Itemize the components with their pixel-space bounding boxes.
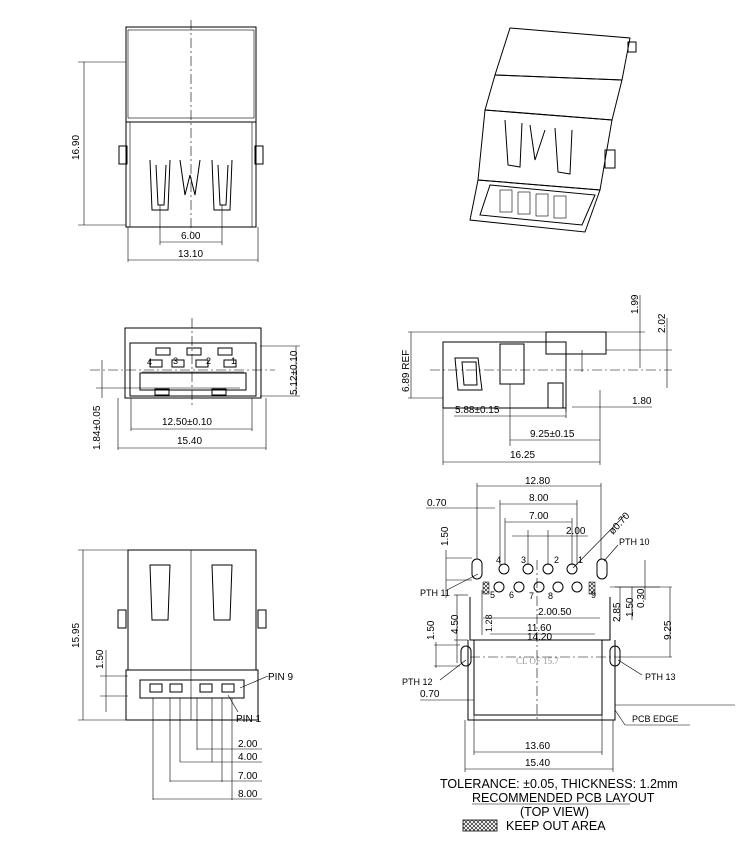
pad-5: 5 xyxy=(490,590,495,600)
dim-side-1-80: 1.80 xyxy=(632,396,652,407)
dim-side-9-25: 9.25±0.15 xyxy=(530,429,575,440)
front-pin-2: 2 xyxy=(206,356,211,366)
dim-pcb-diameter: ø0.70 xyxy=(607,510,633,537)
dim-top-pin-span: 6.00 xyxy=(181,231,201,242)
dim-top-height: 16.90 xyxy=(71,135,82,160)
iso-view xyxy=(469,27,637,233)
side-view: 6.89 REF 1.99 2.02 1.80 5.88±0.15 9.25±0… xyxy=(401,294,672,465)
tolerance-note: TOLERANCE: ±0.05, THICKNESS: 1.2mm xyxy=(440,777,678,791)
dim-pcb-0-30: 0.30 xyxy=(636,588,647,608)
dim-bottom-tab: 1.50 xyxy=(95,649,106,669)
centerline-label: CL OF 15.7 xyxy=(516,656,559,666)
dim-bottom-4-00: 4.00 xyxy=(238,752,258,763)
dim-pcb-15-40: 15.40 xyxy=(525,758,550,769)
dim-pcb-2-85: 2.85 xyxy=(612,602,623,622)
pin-1-label: PIN 1 xyxy=(236,714,261,725)
dim-side-1-99: 1.99 xyxy=(630,294,641,314)
dim-pcb-1-50-right: 1.50 xyxy=(625,597,636,617)
dim-bottom-7-00: 7.00 xyxy=(238,771,258,782)
pad-7: 7 xyxy=(529,591,534,601)
dim-pcb-4-50: 4.50 xyxy=(450,614,461,634)
dim-top-width: 13.10 xyxy=(178,249,203,260)
dim-pcb-7-00: 7.00 xyxy=(529,511,549,522)
pth-13-label: PTH 13 xyxy=(645,672,676,682)
top-view: 16.90 6.00 13.10 xyxy=(71,20,264,262)
front-pin-4: 4 xyxy=(147,357,152,367)
pad-9: 9 xyxy=(591,590,596,600)
front-view: 4 3 2 1 5.12±0.10 1.84±0.05 12.50±0.10 1… xyxy=(90,318,300,450)
dim-pcb-1-50-top: 1.50 xyxy=(440,526,451,546)
dim-side-height-ref: 6.89 REF xyxy=(401,350,412,392)
dim-side-16-25: 16.25 xyxy=(510,450,535,461)
dim-pcb-12-80: 12.80 xyxy=(525,476,550,487)
pad-4: 4 xyxy=(496,555,501,565)
keepout-label: KEEP OUT AREA xyxy=(506,819,606,833)
dim-pcb-bottom-0-70: 0.70 xyxy=(420,689,440,700)
dim-pcb-1-50-left: 1.50 xyxy=(426,620,437,640)
dim-pcb-2-00: 2.00 xyxy=(566,526,586,537)
dim-pcb-8-00: 8.00 xyxy=(529,493,549,504)
dim-pcb-9-25: 9.25 xyxy=(663,620,674,640)
dim-pcb-top-0-70: 0.70 xyxy=(427,498,447,509)
pcb-edge-label: PCB EDGE xyxy=(632,714,679,724)
bottom-view: 15.95 1.50 PIN 9 PIN 1 2.00 4.00 7.00 8.… xyxy=(71,549,293,800)
keepout-swatch xyxy=(462,819,498,832)
dim-pcb-1-28: 1.28 xyxy=(484,614,494,632)
pad-6: 6 xyxy=(509,590,514,600)
pad-8: 8 xyxy=(548,591,553,601)
dim-bottom-height: 15.95 xyxy=(71,623,82,648)
pth-11-label: PTH 11 xyxy=(420,588,450,598)
dim-bottom-8-00: 8.00 xyxy=(238,789,258,800)
pad-3: 3 xyxy=(521,555,526,565)
dim-front-offset: 1.84±0.05 xyxy=(92,405,103,450)
dim-side-5-88: 5.88±0.15 xyxy=(455,405,500,416)
dim-pcb-14-20: 14.20 xyxy=(527,632,552,643)
dim-front-inner-width: 12.50±0.10 xyxy=(162,417,212,428)
pad-2: 2 xyxy=(554,555,559,565)
pin-9-label: PIN 9 xyxy=(268,672,293,683)
dim-side-2-02: 2.02 xyxy=(657,313,668,333)
front-pin-1: 1 xyxy=(231,356,236,366)
layout-title: RECOMMENDED PCB LAYOUT xyxy=(472,791,655,805)
view-note: (TOP VIEW) xyxy=(520,805,589,819)
pcb-layout: 4 3 2 1 5 6 7 8 9 xyxy=(402,476,735,772)
notes: TOLERANCE: ±0.05, THICKNESS: 1.2mm RECOM… xyxy=(440,777,678,833)
dim-pcb-2-00-0-50: 2.00.50 xyxy=(538,607,572,618)
dim-front-outer-width: 15.40 xyxy=(177,436,202,447)
pth-10-label: PTH 10 xyxy=(619,537,650,547)
front-pin-3: 3 xyxy=(173,356,178,366)
dim-bottom-2-00: 2.00 xyxy=(238,739,258,750)
pth-12-label: PTH 12 xyxy=(402,677,433,687)
dim-front-height: 5.12±0.10 xyxy=(289,350,300,395)
dim-pcb-13-60: 13.60 xyxy=(525,741,550,752)
dim-pcb-11-60: 11.60 xyxy=(527,623,552,634)
